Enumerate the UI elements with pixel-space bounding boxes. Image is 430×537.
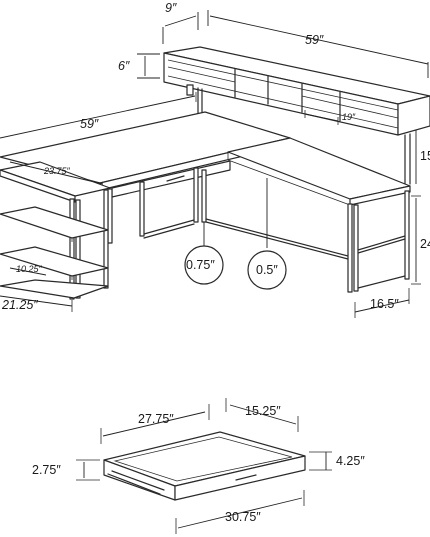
return-desk [201,137,411,293]
side-shelf-unit [0,161,111,300]
desk-top [0,111,291,244]
dim-drawer-depth: 15.25″ [245,404,281,418]
dim-clearance-a: 0.75″ [186,258,215,272]
dim-desk-width: 59″ [80,117,99,131]
dim-compartment-width: 19″ [342,112,356,122]
hutch-shelf [163,46,430,186]
dim-shelf-depth: 9″ [165,1,177,15]
dim-desk-height: 24 [420,237,430,251]
dim-shelf-height: 6″ [118,59,130,73]
dim-clearance-b: 0.5″ [256,263,278,277]
drawer-drawing [76,398,332,534]
dim-side-width: 23.75″ [44,166,70,176]
dim-drawer-height: 4.25″ [336,454,365,468]
dim-riser-height: 15 [420,149,430,163]
dim-drawer-overall: 30.75″ [225,510,261,524]
dim-drawer-front-height: 2.75″ [32,463,61,477]
dim-side-shelf: 10.25″ [16,264,42,274]
dimension-lines-top [0,10,429,318]
dim-drawer-width: 27.75″ [138,412,174,426]
dim-desk-depth: 16.5″ [370,297,399,311]
dim-side-depth: 21.25″ [2,298,38,312]
dim-shelf-width: 59″ [305,33,324,47]
